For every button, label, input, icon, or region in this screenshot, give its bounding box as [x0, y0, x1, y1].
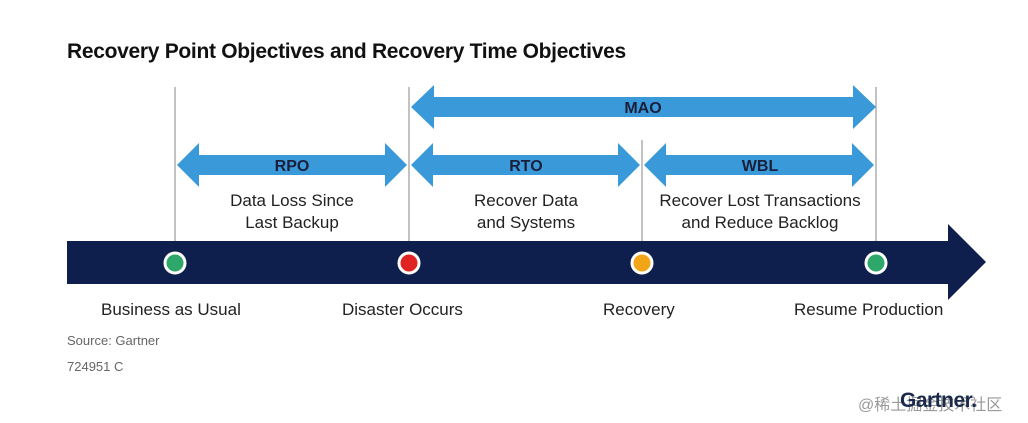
milestone-dot-business: [163, 251, 187, 275]
mao-label: MAO: [624, 100, 661, 117]
wbl-description-line-1: Recover Lost Transactions: [659, 191, 861, 210]
rto-label: RTO: [509, 158, 542, 175]
wbl-label: WBL: [742, 158, 779, 175]
milestone-label-resume: Resume Production: [794, 300, 944, 319]
rpo-description-line-1: Data Loss Since: [230, 191, 354, 210]
milestone-dot-disaster: [397, 251, 421, 275]
wbl-description: Recover Lost Transactions and Reduce Bac…: [640, 190, 880, 234]
timeline-bar: [67, 224, 986, 300]
rpo-description: Data Loss Since Last Backup: [187, 190, 397, 234]
milestone-dot-recovery: [630, 251, 654, 275]
milestone-label-recovery: Recovery: [603, 300, 675, 319]
rto-arrow: [411, 143, 640, 187]
mao-arrow: [411, 85, 876, 129]
wbl-description-line-2: and Reduce Backlog: [681, 213, 839, 232]
rto-description: Recover Data and Systems: [421, 190, 631, 234]
figure-code: 724951 C: [67, 359, 124, 374]
rpo-arrow: [177, 143, 407, 187]
rto-description-line-2: and Systems: [476, 213, 576, 232]
diagram-title: Recovery Point Objectives and Recovery T…: [67, 40, 626, 63]
source-note: Source: Gartner: [67, 333, 160, 348]
milestone-label-business: Business as Usual: [101, 300, 241, 319]
watermark-site: @稀土掘金技术社区: [858, 397, 1003, 414]
rto-description-line-1: Recover Data: [474, 191, 578, 210]
rpo-label: RPO: [275, 158, 310, 175]
rpo-description-line-2: Last Backup: [245, 213, 339, 232]
milestone-dot-resume: [864, 251, 888, 275]
milestone-label-disaster: Disaster Occurs: [342, 300, 463, 319]
gartner-logo: Gartner.: [900, 389, 977, 412]
wbl-arrow: [644, 143, 874, 187]
